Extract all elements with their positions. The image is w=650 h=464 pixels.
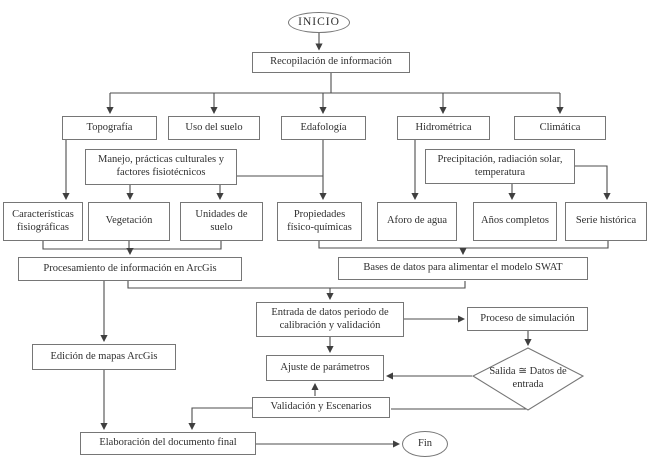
node-unidades: Unidades de suelo [180,202,263,241]
node-edicion: Edición de mapas ArcGis [32,344,176,370]
node-propiedades: Propiedades físico-químicas [277,202,362,241]
node-elaboracion: Elaboración del documento final [80,432,256,455]
node-topografia: Topografía [62,116,157,140]
node-manejo: Manejo, prácticas culturales y factores … [85,149,237,185]
node-fin: Fin [402,431,448,457]
decision-diamond-shape [471,347,585,411]
node-procesamiento: Procesamiento de información en ArcGis [18,257,242,281]
edge-validacion-elaboracion [188,407,252,431]
edge-procesamiento-bases-bar [127,281,466,289]
node-caracteristicas: Características fisiográficas [3,202,83,241]
edge-precipitacion-serie [575,165,611,201]
node-aforo: Aforo de agua [377,202,457,241]
node-edafologia: Edafología [281,116,366,140]
node-inicio: INICIO [288,12,350,33]
edge-decision-validacion [391,408,529,410]
node-climatica: Climática [514,116,606,140]
node-uso-del-suelo: Uso del suelo [168,116,260,140]
node-validacion: Validación y Escenarios [252,397,390,418]
node-proceso: Proceso de simulación [467,307,588,331]
node-vegetacion: Vegetación [88,202,170,241]
edge-merge-left-bar [42,241,222,250]
node-recopilacion: Recopilación de información [252,52,410,73]
edge-merge-right-bar [318,241,609,249]
node-precipitacion: Precipitación, radiación solar, temperat… [425,149,575,184]
node-ajuste: Ajuste de parámetros [266,355,384,381]
node-anios: Años completos [473,202,557,241]
node-hidrometrica: Hidrométrica [397,116,490,140]
node-entrada: Entrada de datos periodo de calibración … [256,302,404,337]
node-serie: Serie histórica [565,202,647,241]
node-bases: Bases de datos para alimentar el modelo … [338,257,588,280]
node-decision-label: Salida ≅ Datos de entrada [489,366,567,390]
